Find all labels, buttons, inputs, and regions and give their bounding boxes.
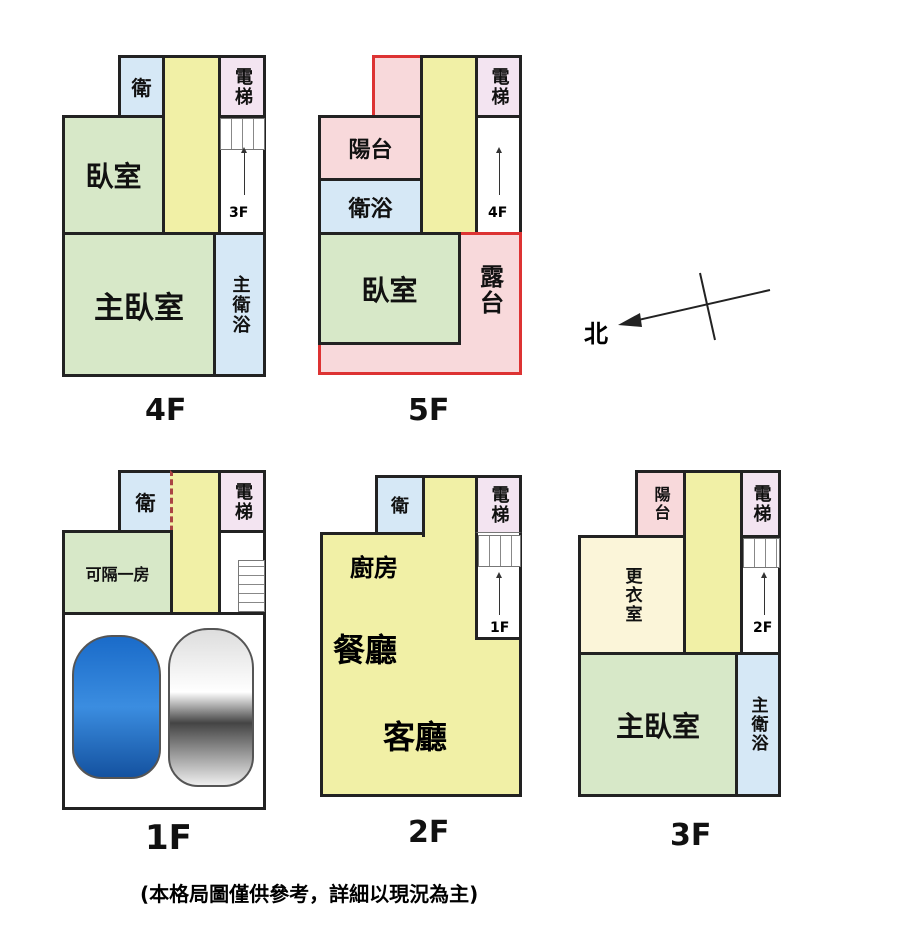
north-label: 北 [584, 320, 608, 348]
stair-label: 2F [753, 620, 773, 636]
room-flex: 可隔一房 [62, 530, 173, 615]
room-bedroom: 臥室 [318, 232, 461, 345]
room-elevator: 電梯 [475, 55, 522, 118]
label-living: 客廳 [383, 718, 448, 756]
stair-label: 4F [488, 205, 508, 221]
arrow-up-icon [496, 572, 502, 615]
room-master-bedroom: 主臥室 [578, 652, 738, 797]
room-wc: 衛 [375, 475, 425, 535]
floor-label: 4F [145, 393, 187, 428]
stair-label: 1F [490, 620, 510, 636]
car-white-image [168, 628, 254, 787]
stairwell [683, 470, 743, 655]
room-balcony: 陽台 [318, 115, 423, 181]
stairwell [420, 55, 478, 235]
stair-steps [478, 535, 521, 567]
room-elevator: 電梯 [218, 470, 266, 533]
room-elevator: 電梯 [740, 470, 781, 538]
room-master-bath: 主衛浴 [213, 232, 266, 377]
arrow-up-icon [241, 147, 247, 195]
room-master-bath: 主衛浴 [735, 652, 781, 797]
arrow-up-icon [496, 147, 502, 195]
room-bedroom: 臥室 [62, 115, 165, 235]
floor-label: 1F [145, 818, 192, 858]
floor-label: 2F [408, 815, 450, 850]
car-blue-image [72, 635, 161, 779]
north-arrow-icon [618, 272, 771, 341]
room-master-bedroom: 主臥室 [62, 232, 216, 377]
room-closet: 更衣室 [578, 535, 686, 655]
stairwell [162, 55, 221, 235]
room-wc: 衛 [118, 55, 165, 118]
room-bath: 衛浴 [318, 178, 423, 235]
floor-label: 5F [408, 393, 450, 428]
balcony-upper [372, 55, 423, 118]
room-wc: 衛 [118, 470, 173, 533]
arrow-up-icon [761, 572, 767, 615]
stair-steps [238, 560, 265, 612]
label-kitchen: 廚房 [350, 554, 398, 582]
floor-label: 3F [670, 818, 712, 853]
stair-label: 3F [229, 205, 249, 221]
disclaimer-note: (本格局圖僅供參考，詳細以現況為主) [140, 882, 479, 906]
stair-steps [743, 538, 780, 568]
label-dining: 餐廳 [333, 631, 398, 669]
room-terrace: 露台 [475, 264, 504, 316]
stairwell [170, 470, 221, 615]
room-elevator: 電梯 [475, 475, 522, 535]
room-elevator: 電梯 [218, 55, 266, 118]
room-balcony: 陽台 [635, 470, 686, 538]
